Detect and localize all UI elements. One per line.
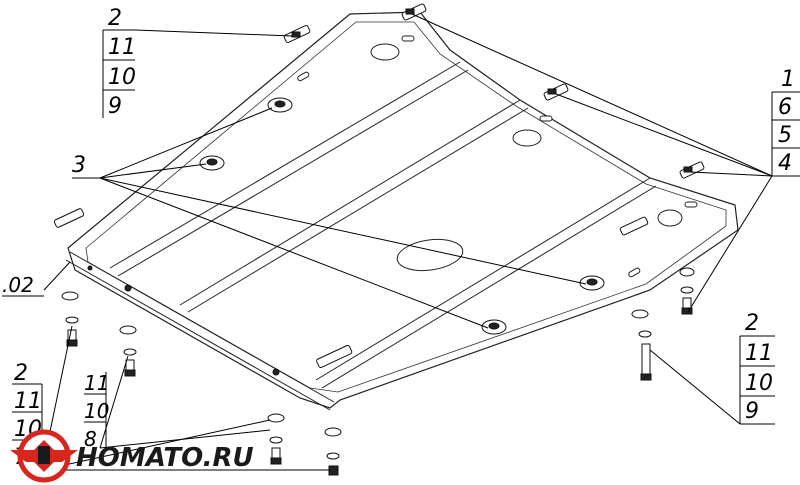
callout-label: 11 [108,35,136,60]
bolt-set [119,325,137,377]
callout-label: 11 [745,341,773,366]
callout-label: 9 [745,399,759,424]
bolt-set [61,291,79,347]
callout-stack-right-top: 1 6 5 4 [771,67,800,177]
mounting-boss [481,319,507,335]
mounting-boss [267,97,293,113]
cage-nut [316,344,353,368]
callout-label: 1 [781,67,795,92]
callout-label: 11 [84,371,109,395]
site-logo: HOMATO.RU [10,429,254,483]
callout-stack-top-left: 2 11 10 9 [102,6,136,119]
leader-lines [41,13,773,471]
callout-stack-left-mid: 11 10 8 [84,371,109,451]
cage-nut [619,216,649,236]
cage-nut [679,161,705,179]
cage-nut [543,83,569,101]
mounting-boss [199,155,225,171]
drain-opening-top [370,43,400,61]
callout-label: 6 [778,95,792,120]
callout-label: 2 [14,361,28,386]
cage-nut [53,208,85,228]
callout-label: 2 [108,6,122,31]
callout-label: 10 [745,371,773,396]
callout-label: 3 [72,153,86,178]
cage-nut [283,25,311,43]
callout-label: 2 [745,311,759,336]
callout-label: 10 [84,399,109,423]
skid-plate [65,11,739,411]
bolt-set [679,267,695,315]
logo-text: HOMATO.RU [76,443,254,473]
callout-label: 8 [84,427,97,451]
callout-label: 5 [778,123,792,148]
drain-opening-mid [512,129,542,147]
bolt-set [631,309,652,381]
drain-opening-large [396,238,464,272]
mounting-boss [579,275,605,291]
bolt-set [324,427,342,476]
callout-label: 9 [108,94,122,119]
callout-label: 10 [108,65,136,90]
callout-stack-right-bottom: 2 11 10 9 [739,311,775,425]
drain-opening-right [657,209,683,227]
callout-label: 11 [14,389,42,414]
callout-label: 4 [778,151,792,176]
bolt-set [267,413,285,465]
callout-label: .02 [2,273,34,297]
